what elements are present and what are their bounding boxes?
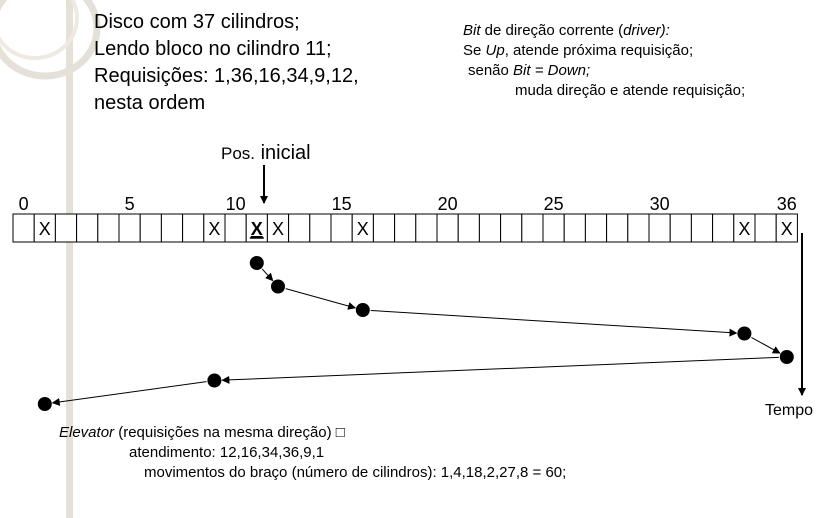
cylinder-cell [309, 213, 332, 243]
start-position-label: Pos. inicial [221, 142, 311, 164]
cylinder-cell [139, 213, 162, 243]
scale-tick-label: 20 [438, 194, 458, 214]
request-mark: X [272, 219, 284, 239]
time-axis-label: Tempo [765, 402, 814, 419]
cylinder-cell [690, 213, 714, 243]
cylinder-cell [648, 213, 671, 243]
cylinder-cell [330, 213, 353, 243]
request-mark: X [208, 219, 220, 239]
scale-tick-label: 25 [544, 194, 564, 214]
summary-line-3: movimentos do braço (número de cilindros… [144, 464, 567, 481]
service-point [271, 279, 285, 294]
cylinder-cell [224, 213, 247, 243]
cylinder-cell [542, 213, 565, 243]
request-mark: X [357, 219, 369, 239]
cylinder-cell [97, 213, 120, 243]
cylinder-cell [500, 213, 523, 243]
head-movement-arrow [261, 268, 274, 282]
rule-line-3: senão Bit = Down; [468, 62, 591, 79]
service-point [207, 373, 222, 388]
head-movement-arrow [370, 309, 738, 337]
cylinder-cell [288, 213, 311, 243]
problem-line: nesta ordem [94, 92, 206, 114]
cylinder-cell [118, 213, 141, 243]
cylinder-cell [12, 213, 35, 243]
elevator-summary: Elevator (requisições na mesma direção) … [59, 423, 566, 483]
request-mark: X [738, 219, 750, 239]
side-bar-decoration [66, 0, 73, 518]
summary-line-2: atendimento: 12,16,34,36,9,1 [129, 444, 325, 461]
start-cylinder-mark: X [251, 219, 263, 239]
service-point [779, 350, 794, 364]
service-point [249, 256, 264, 270]
head-movement-arrow [51, 381, 207, 406]
problem-line: Lendo bloco no cilindro 11; [94, 38, 332, 60]
head-movement-arrow [751, 336, 781, 354]
service-point [37, 397, 52, 411]
head-movement-arrow [285, 288, 357, 310]
direction-rule: Bit de direção corrente (driver): Se Up,… [463, 21, 745, 101]
summary-line-1: Elevator (requisições na mesma direção) … [59, 424, 345, 441]
service-point [737, 326, 752, 341]
service-point [355, 303, 370, 317]
head-movement-arrow [221, 356, 779, 384]
cylinder-cell [372, 213, 396, 243]
problem-statement: Disco com 37 cilindros; Lendo bloco no c… [94, 9, 359, 117]
cylinder-cell [415, 213, 438, 243]
rule-line-2: Se Up, atende próxima requisição; [463, 42, 694, 59]
cylinder-cell [775, 213, 798, 243]
scale-tick-label: 0 [19, 194, 29, 214]
cylinder-cell [627, 213, 650, 243]
cylinder-cell [394, 213, 417, 243]
cylinder-cell [76, 213, 99, 243]
rule-line-4: muda direção e atende requisição; [515, 82, 746, 99]
cylinder-cell [160, 213, 184, 243]
scale-tick-label: 5 [125, 194, 135, 214]
rule-line-1: Bit de direção corrente (driver): [463, 22, 670, 39]
cylinder-cell [457, 213, 480, 243]
cylinder-cell [54, 213, 78, 243]
corner-ring-decoration [0, 0, 101, 80]
problem-line: Disco com 37 cilindros; [94, 11, 300, 33]
scale-tick-label: 30 [650, 194, 670, 214]
request-mark: X [781, 219, 793, 239]
scale-tick-label: 36 [777, 194, 797, 214]
cylinder-cell [563, 213, 586, 243]
scale-tick-label: 15 [332, 194, 352, 214]
cylinder-cell [182, 213, 205, 243]
problem-line: Requisições: 1,36,16,34,9,12, [94, 65, 359, 87]
cylinder-cell [669, 213, 692, 243]
cylinder-cell [584, 213, 608, 243]
scale-tick-label: 10 [226, 194, 246, 214]
cylinder-cell [606, 213, 629, 243]
cylinder-cell [712, 213, 735, 243]
cylinder-cell [478, 213, 502, 243]
cylinder-cell [436, 213, 459, 243]
cylinder-cell [754, 213, 777, 243]
request-mark: X [39, 219, 51, 239]
cylinder-cell [521, 213, 544, 243]
